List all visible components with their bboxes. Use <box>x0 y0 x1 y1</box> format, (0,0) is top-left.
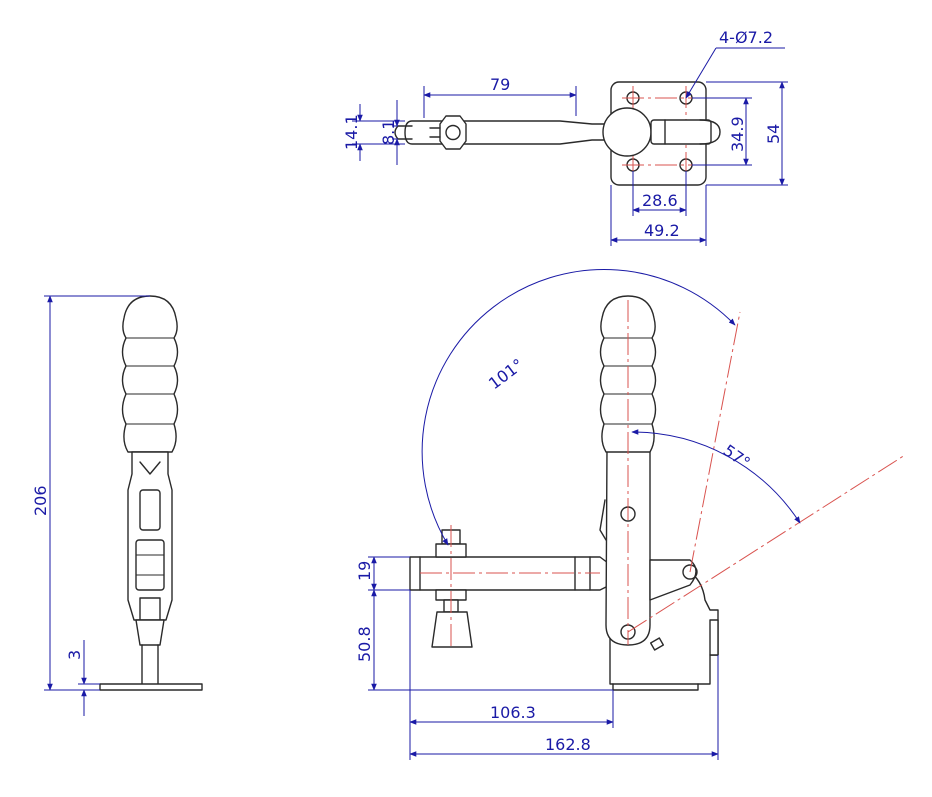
side-view-dimensions: 206 3 <box>31 295 150 716</box>
front-side-link <box>649 559 697 601</box>
side-handle-grip <box>121 295 179 453</box>
base-thickness-label: 3 <box>65 650 84 660</box>
overall-height-label: 206 <box>31 485 50 516</box>
top-hex-nut <box>439 115 467 150</box>
top-view-dimensions: 4-Ø7.2 79 14.1 8.1 34.9 54 28.6 <box>342 28 788 246</box>
top-arm-tip <box>394 125 413 140</box>
reach-label: 106.3 <box>490 703 536 722</box>
top-pivot-hub <box>602 107 652 157</box>
arm-length-label: 79 <box>490 75 510 94</box>
arm-width-label: 14.1 <box>342 114 361 150</box>
bar-height-label: 19 <box>355 561 374 581</box>
top-bolt <box>445 124 461 141</box>
top-arm <box>404 120 609 145</box>
front-view-dimensions: 101° 57° 19 50.8 106.3 162.8 <box>355 269 801 760</box>
hole-spacing-x-label: 28.6 <box>642 191 678 210</box>
bar-elevation-label: 50.8 <box>355 626 374 662</box>
base-width-label: 49.2 <box>644 221 680 240</box>
tip-width-label: 8.1 <box>379 120 398 145</box>
hole-spacing-y-label: 34.9 <box>728 116 747 152</box>
top-view <box>394 81 721 186</box>
hole-callout-label: 4-Ø7.2 <box>719 28 773 47</box>
base-height-label: 54 <box>764 124 783 144</box>
side-linkage <box>127 451 173 621</box>
front-spindle-tip <box>431 611 473 648</box>
side-spindle-tip <box>135 619 165 646</box>
front-key <box>649 637 665 651</box>
front-view <box>409 295 719 691</box>
side-base-plate <box>99 683 203 691</box>
release-angle-label: 57° <box>720 441 754 473</box>
top-link <box>650 119 712 145</box>
side-view <box>99 295 203 691</box>
open-angle-label: 101° <box>485 355 527 393</box>
overall-length-label: 162.8 <box>545 735 591 754</box>
